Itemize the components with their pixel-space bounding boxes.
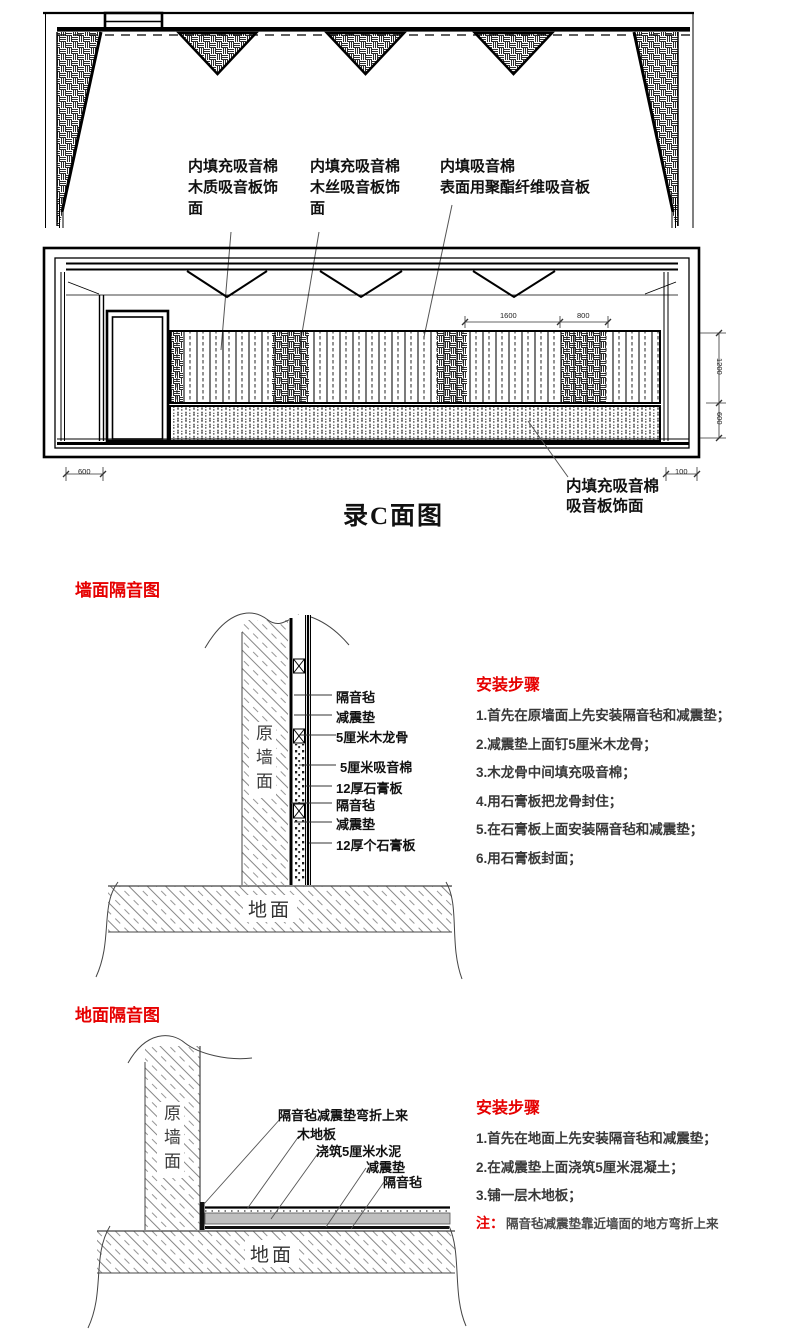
floor-section-heading: 地面隔音图 — [75, 1006, 160, 1025]
floor-section-drawing — [87, 1035, 467, 1329]
steps-heading: 安装步骤 — [476, 1100, 541, 1117]
concrete-layer — [204, 1212, 451, 1225]
wall-section-heading: 墙面隔音图 — [75, 581, 160, 600]
wall-section-drawing — [95, 612, 463, 980]
step-item: 3.木龙骨中间填充吸音棉； — [476, 765, 636, 780]
note-text: 隔音毡减震垫靠近墙面的地方弯折上来 — [506, 1216, 719, 1231]
floor-ground-label: 地面 — [245, 1240, 300, 1267]
wall-original-wall-label: 原墙面 — [249, 722, 276, 798]
dim-100: 100 — [675, 467, 688, 476]
floor-component-label: 隔音毡减震垫弯折上来 — [278, 1108, 409, 1123]
wall-layer-label: 5厘米吸音棉 — [340, 760, 413, 775]
step-item: 2.减震垫上面钉5厘米木龙骨； — [476, 736, 657, 752]
step-item: 3.铺一层木地板； — [476, 1188, 582, 1203]
wall-layer-label: 减震垫 — [336, 710, 376, 725]
steps-heading: 安装步骤 — [476, 677, 541, 694]
floor-component-label: 木地板 — [297, 1127, 337, 1142]
wall-install-steps: 安装步骤 1.首先在原墙面上先安装隔音毡和减震垫； 2.减震垫上面钉5厘米木龙骨… — [476, 671, 776, 875]
floor-install-steps: 安装步骤 1.首先在地面上先安装隔音毡和减震垫； 2.在减震垫上面浇筑5厘米混凝… — [476, 1094, 776, 1233]
floor-note: 注： 隔音毡减震垫靠近墙面的地方弯折上来 — [476, 1213, 776, 1233]
wall-ground-label: 地面 — [243, 895, 298, 922]
dim-1200: 1200 — [715, 358, 724, 375]
ceiling-section-drawing — [43, 11, 694, 228]
dim-1600: 1600 — [500, 311, 517, 320]
wall-layer-label: 隔音毡 — [336, 798, 376, 813]
step-item: 4.用石膏板把龙骨封住； — [476, 793, 623, 809]
panel-label-wood-acoustic: 内填充吸音棉 木质吸音板饰 面 — [188, 158, 279, 217]
step-item: 6.用石膏板封面； — [476, 850, 582, 866]
elevation-title: 录C面图 — [343, 503, 445, 530]
step-item: 2.在减震垫上面浇筑5厘米混凝土； — [476, 1159, 684, 1175]
floor-original-wall-label: 原墙面 — [157, 1102, 184, 1178]
step-item: 1.首先在地面上先安装隔音毡和减震垫； — [476, 1131, 717, 1146]
wall-layer-label: 12厚个石膏板 — [336, 838, 416, 853]
elevation-drawing — [42, 246, 726, 481]
dim-800: 800 — [577, 311, 590, 320]
dim-600-right: 600 — [715, 412, 724, 425]
panel-label-acoustic-finish: 内填充吸音棉 吸音板饰面 — [566, 478, 660, 515]
wall-layer-label: 隔音毡 — [336, 690, 376, 705]
dim-600-bottom: 600 — [78, 467, 91, 476]
floor-component-label: 浇筑5厘米水泥 — [316, 1144, 402, 1159]
step-item: 1.首先在原墙面上先安装隔音毡和减震垫； — [476, 708, 731, 723]
floor-component-label: 隔音毡 — [383, 1175, 423, 1190]
floor-component-label: 减震垫 — [366, 1160, 406, 1175]
step-item: 5.在石膏板上面安装隔音毡和减震垫； — [476, 822, 704, 837]
note-prefix: 注： — [476, 1214, 504, 1231]
wall-layer-label: 5厘米木龙骨 — [336, 730, 409, 745]
panel-label-woodwool-acoustic: 内填充吸音棉 木丝吸音板饰 面 — [310, 158, 401, 217]
panel-label-polyester-acoustic: 内填吸音棉 表面用聚酯纤维吸音板 — [440, 158, 591, 196]
wall-layer-label: 减震垫 — [336, 817, 376, 832]
wall-layer-label: 12厚石膏板 — [336, 781, 403, 796]
